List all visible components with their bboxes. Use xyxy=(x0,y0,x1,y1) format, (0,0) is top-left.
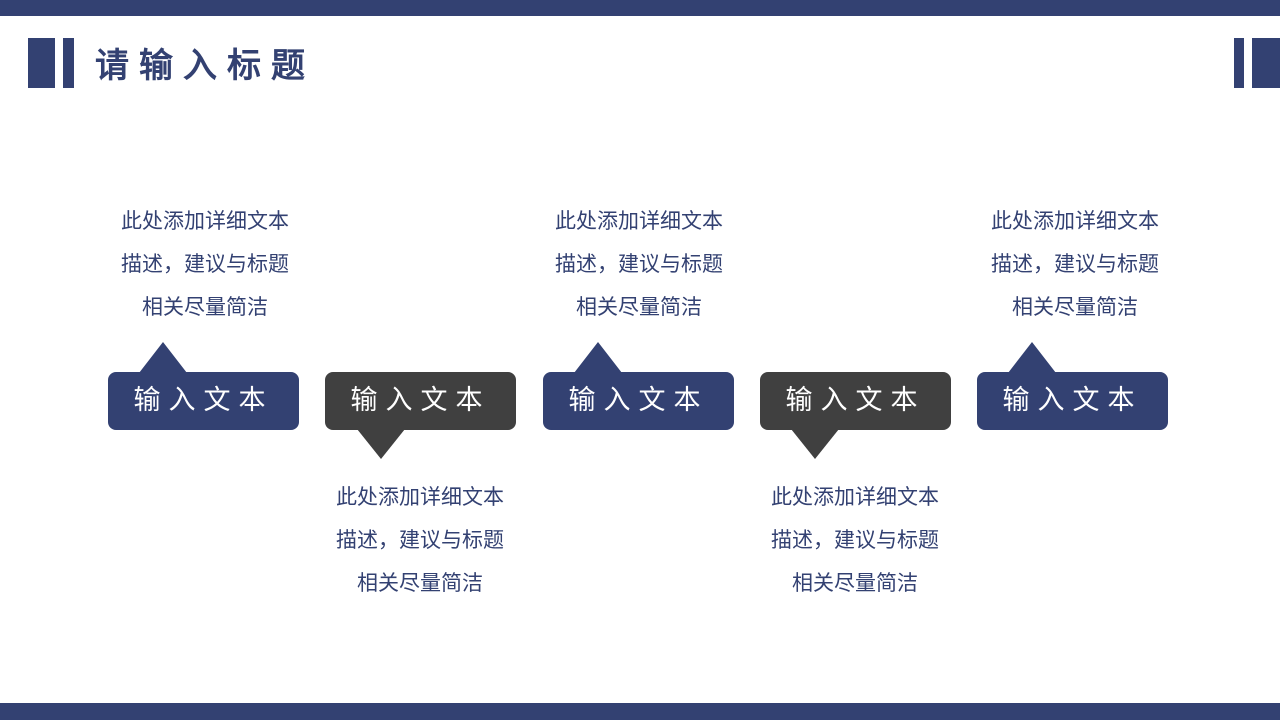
slide-title[interactable]: 请输入标题 xyxy=(95,46,315,86)
step-2-box[interactable]: 输入文本 xyxy=(325,372,516,430)
desc-line: 此处添加详细文本 xyxy=(771,485,939,509)
top-accent-bar xyxy=(0,0,1280,16)
step-3-box[interactable]: 输入文本 xyxy=(543,372,734,430)
desc-line: 描述，建议与标题 xyxy=(771,528,939,552)
desc-line: 相关尽量简洁 xyxy=(1012,295,1138,319)
desc-line: 此处添加详细文本 xyxy=(336,485,504,509)
desc-line: 描述，建议与标题 xyxy=(555,252,723,276)
desc-line: 此处添加详细文本 xyxy=(991,209,1159,233)
desc-line: 描述，建议与标题 xyxy=(121,252,289,276)
step-5-pointer-up xyxy=(1008,342,1056,373)
desc-line: 此处添加详细文本 xyxy=(121,209,289,233)
step-1-description[interactable]: 此处添加详细文本 描述，建议与标题 相关尽量简洁 xyxy=(85,200,325,329)
step-4-pointer-down xyxy=(791,429,839,459)
right-deco-thick-bar xyxy=(1252,38,1280,88)
step-1-pointer-up xyxy=(139,342,187,373)
desc-line: 相关尽量简洁 xyxy=(576,295,702,319)
step-5-box[interactable]: 输入文本 xyxy=(977,372,1168,430)
desc-line: 描述，建议与标题 xyxy=(991,252,1159,276)
right-deco-thin-bar xyxy=(1234,38,1244,88)
step-2-pointer-down xyxy=(357,429,405,459)
step-3-pointer-up xyxy=(574,342,622,373)
title-deco-thin-bar xyxy=(63,38,74,88)
step-4-box[interactable]: 输入文本 xyxy=(760,372,951,430)
bottom-accent-bar xyxy=(0,703,1280,720)
step-4-description[interactable]: 此处添加详细文本 描述，建议与标题 相关尽量简洁 xyxy=(735,476,975,605)
desc-line: 相关尽量简洁 xyxy=(357,571,483,595)
title-deco-thick-bar xyxy=(28,38,55,88)
step-3-description[interactable]: 此处添加详细文本 描述，建议与标题 相关尽量简洁 xyxy=(519,200,759,329)
step-2-description[interactable]: 此处添加详细文本 描述，建议与标题 相关尽量简洁 xyxy=(300,476,540,605)
desc-line: 相关尽量简洁 xyxy=(792,571,918,595)
desc-line: 描述，建议与标题 xyxy=(336,528,504,552)
desc-line: 相关尽量简洁 xyxy=(142,295,268,319)
step-1-box[interactable]: 输入文本 xyxy=(108,372,299,430)
step-5-description[interactable]: 此处添加详细文本 描述，建议与标题 相关尽量简洁 xyxy=(955,200,1195,329)
desc-line: 此处添加详细文本 xyxy=(555,209,723,233)
